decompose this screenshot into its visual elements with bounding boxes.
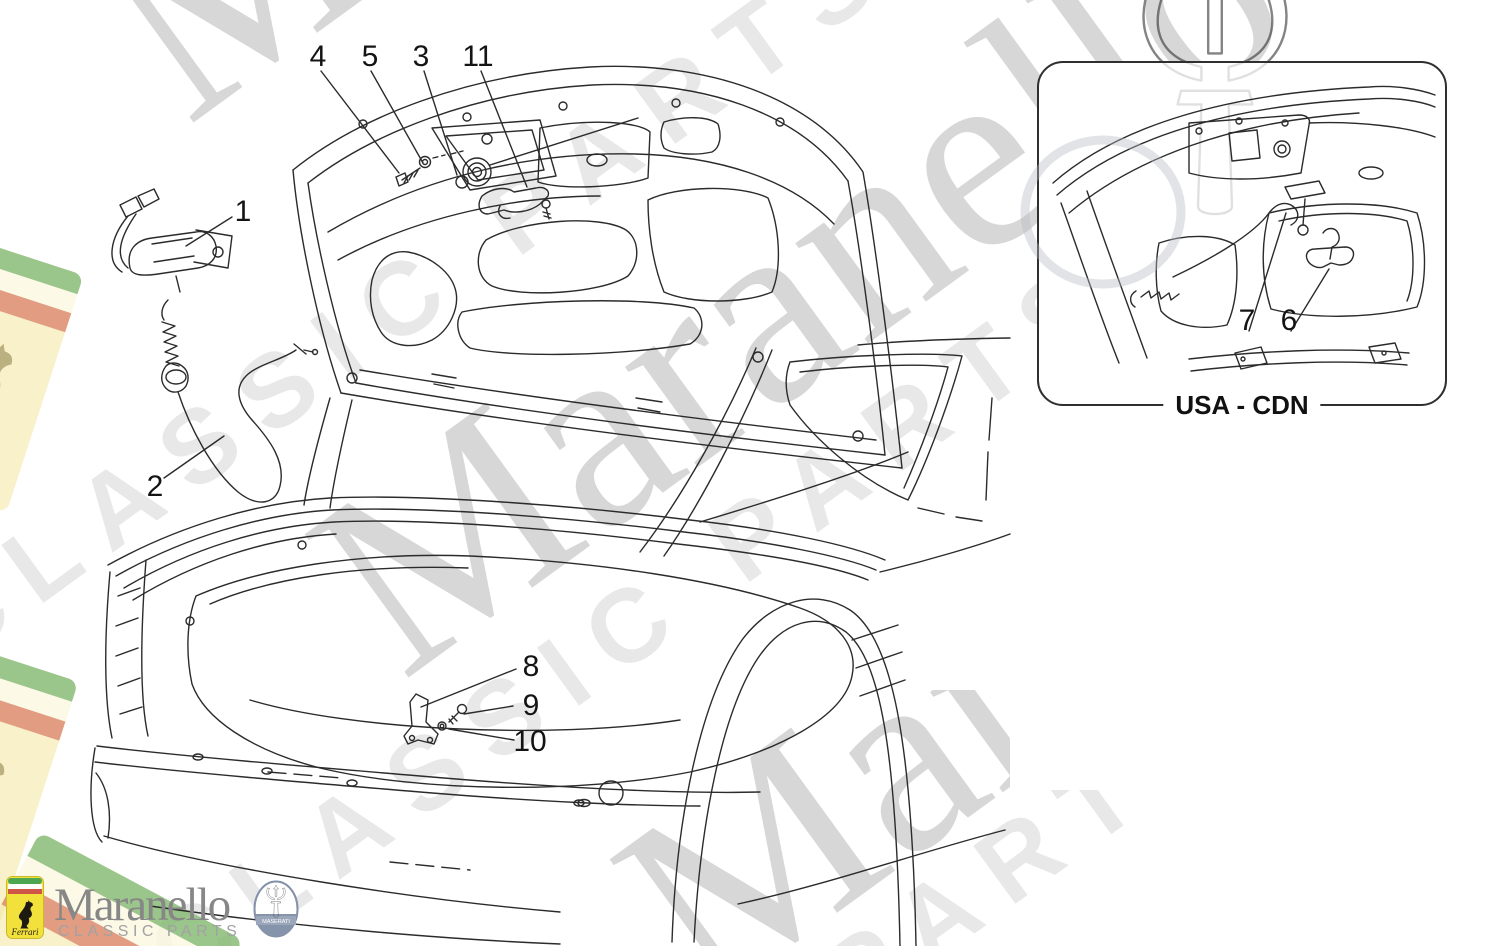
callout-4: 4 [309,40,327,73]
leader-lines [163,70,528,741]
usa-cdn-inset-lineart [1052,85,1436,372]
car-body-drawing [90,337,1011,946]
callout-10: 10 [513,725,547,758]
maserati-logo-text: MASERATI [262,919,290,925]
callout-11: 11 [462,40,494,73]
footer-subtitle-text: CLASSIC PARTS [58,923,242,940]
maserati-badge-logo: MASERATI [253,880,299,938]
callout-5: 5 [361,40,379,73]
callout-6: 6 [1280,304,1298,337]
actuator-drawing [111,188,233,293]
bracket-hardware-drawing [403,693,468,745]
callout-3: 3 [412,40,430,73]
callout-1: 1 [234,195,252,228]
callout-7: 7 [1238,304,1256,337]
maranello-classic-parts-logo: Ferrari Maranello CLASSIC PARTS MASERATI [0,870,320,946]
lock-hardware-drawing [395,117,639,220]
callout-2: 2 [146,470,164,503]
inset-caption: USA - CDN [1163,390,1321,421]
ferrari-shield-logo: Ferrari [6,876,44,939]
trunk-lid-drawing [292,65,903,509]
ferrari-logo-text: Ferrari [11,927,39,937]
callout-8: 8 [522,650,540,683]
usa-cdn-inset: USA - CDN [1037,61,1447,421]
release-cable-drawing [161,299,319,503]
callout-9: 9 [522,689,540,722]
